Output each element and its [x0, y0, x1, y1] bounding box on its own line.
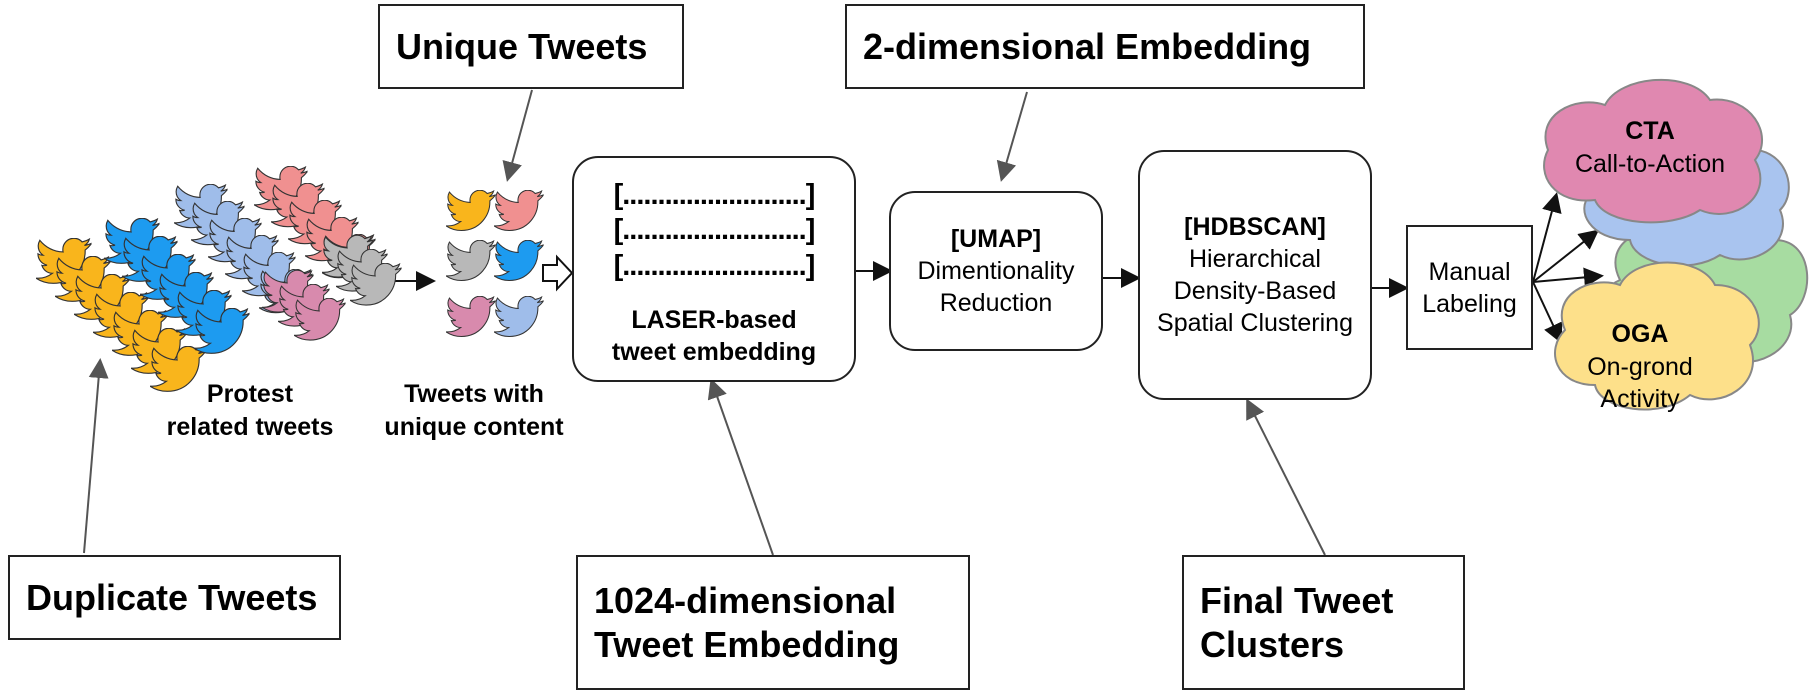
manual-line2: Labeling [1422, 289, 1517, 318]
laser-line1: LASER-based [631, 306, 797, 335]
vector-row: [..........................] [613, 214, 816, 247]
hdbscan-box: [HDBSCAN] Hierarchical Density-Based Spa… [1138, 150, 1372, 400]
arrow-to-cta [1532, 192, 1562, 283]
twitter-bird-icon [494, 296, 544, 337]
unique-content-caption: Tweets with unique content [375, 378, 573, 443]
final-clusters-callout: Final Tweet Clusters [1182, 555, 1465, 690]
unique-caption-line2: unique content [384, 412, 564, 441]
laser-line2: tweet embedding [611, 338, 817, 367]
protest-tweets-caption: Protest related tweets [150, 378, 350, 443]
embed2d-callout: 2-dimensional Embedding [845, 4, 1365, 89]
hdbscan-line1: Hierarchical [1189, 245, 1321, 273]
oga-label: OGA On-grond Activity [1555, 318, 1725, 416]
twitter-bird-icon [294, 298, 346, 341]
unique-caption-line1: Tweets with [404, 380, 544, 408]
arrow-final-callout [1246, 398, 1326, 556]
tweet-birds [36, 166, 544, 392]
oga-abbr: OGA [1611, 320, 1669, 348]
umap-line1: Dimentionality [917, 257, 1075, 285]
embed1024-callout: 1024-dimensional Tweet Embedding [576, 555, 970, 690]
cloud-oga [1554, 261, 1760, 411]
arrow-to-oga [1532, 281, 1563, 344]
vector-row: [..........................] [613, 249, 816, 282]
twitter-bird-icon [494, 190, 544, 231]
umap-title: [UMAP] [950, 225, 1042, 253]
twitter-bird-icon [446, 240, 496, 281]
twitter-bird-icon [494, 240, 544, 281]
cta-name: Call-to-Action [1574, 149, 1726, 178]
unique-tweets-label: Unique Tweets [396, 25, 648, 67]
arrow-hollow [542, 254, 574, 292]
duplicate-tweets-label: Duplicate Tweets [26, 576, 318, 618]
cta-label: CTA Call-to-Action [1550, 115, 1750, 180]
embed2d-label: 2-dimensional Embedding [863, 25, 1312, 67]
arrow-to-green [1532, 267, 1604, 288]
twitter-bird-icon [350, 263, 402, 306]
final-clusters-label-line2: Clusters [1200, 623, 1345, 665]
umap-line2: Reduction [939, 289, 1053, 317]
embed1024-label-line2: Tweet Embedding [594, 623, 900, 665]
manual-line1: Manual [1428, 257, 1511, 286]
embed1024-label-line1: 1024-dimensional [594, 579, 897, 621]
oga-name2: Activity [1600, 385, 1680, 413]
duplicate-tweets-callout: Duplicate Tweets [8, 555, 341, 640]
arrow-embed2d-callout [996, 91, 1028, 182]
twitter-bird-icon [194, 308, 250, 354]
unique-tweets-callout: Unique Tweets [378, 4, 684, 89]
hdbscan-line3: Spatial Clustering [1157, 309, 1353, 337]
twitter-bird-icon [446, 190, 496, 231]
umap-box: [UMAP] Dimentionality Reduction [889, 191, 1103, 351]
protest-caption-line1: Protest [206, 380, 294, 408]
hdbscan-line2: Density-Based [1173, 277, 1337, 305]
arrow-to-blue [1532, 229, 1600, 283]
final-clusters-label-line1: Final Tweet [1200, 579, 1394, 621]
arrow-1024-callout [707, 378, 774, 556]
cloud-cta [1543, 79, 1763, 224]
oga-name: On-grond [1587, 352, 1693, 381]
hdbscan-title: [HDBSCAN] [1184, 213, 1326, 241]
arrow-duplicate-callout [83, 358, 109, 554]
cta-abbr: CTA [1625, 117, 1675, 145]
vector-row: [..........................] [613, 179, 816, 211]
embedding-vectors: [..........................] [..........… [613, 178, 816, 284]
twitter-bird-icon [446, 296, 496, 337]
manual-labeling-box: Manual Labeling [1406, 225, 1533, 350]
protest-caption-line2: related tweets [166, 412, 334, 441]
laser-title: LASER-based tweet embedding [612, 304, 816, 368]
arrow-unique-callout [502, 89, 533, 182]
laser-embedding-box: [..........................] [..........… [572, 156, 856, 382]
